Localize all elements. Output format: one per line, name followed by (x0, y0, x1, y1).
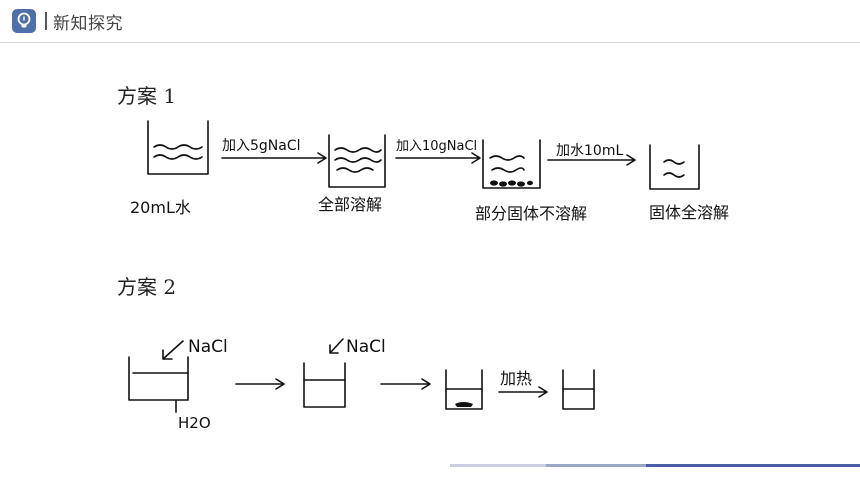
arrow-nacl-2 (329, 338, 344, 354)
footer-bar-light (450, 464, 546, 467)
label-step-2: 部分固体不溶解 (475, 204, 587, 223)
beaker-d (562, 369, 595, 410)
beaker-redissolved (649, 144, 700, 190)
arrow-label-2: 加入10gNaCl (396, 139, 477, 154)
arrow-heat (498, 386, 548, 398)
arrow-nacl-1 (162, 340, 184, 360)
label-heat: 加热 (500, 369, 532, 388)
arrow-5 (380, 378, 431, 390)
arrow-label-3: 加水10mL (556, 143, 623, 159)
label-start: 20mL水 (130, 198, 191, 217)
arrow-3 (547, 154, 636, 166)
beaker-b (303, 362, 346, 408)
arrow-label-1: 加入5gNaCl (222, 138, 301, 154)
plan-1-label: 方案 1 (117, 84, 177, 108)
beaker-dissolved (328, 134, 386, 188)
undissolved-solid (455, 180, 533, 407)
footer-bar-mid (546, 464, 646, 467)
label-nacl-1: NaCl (188, 337, 228, 357)
label-step-3: 固体全溶解 (649, 203, 729, 222)
plan-2-label: 方案 2 (117, 275, 177, 299)
label-step-1: 全部溶解 (318, 195, 382, 214)
section-title: 新知探究 (53, 14, 123, 34)
lightbulb-icon (12, 9, 36, 33)
footer-bar-dark (646, 464, 860, 467)
beaker-partial (482, 139, 541, 189)
beaker-a (128, 356, 189, 413)
title-separator (45, 12, 47, 30)
arrow-2 (395, 152, 481, 164)
arrow-4 (235, 378, 285, 390)
header-bar: 新知探究 (0, 0, 860, 43)
label-h2o: H2O (178, 414, 211, 432)
arrow-1 (221, 152, 327, 164)
beaker-c (445, 369, 483, 410)
beaker-water (147, 120, 209, 175)
label-nacl-2: NaCl (346, 337, 386, 357)
